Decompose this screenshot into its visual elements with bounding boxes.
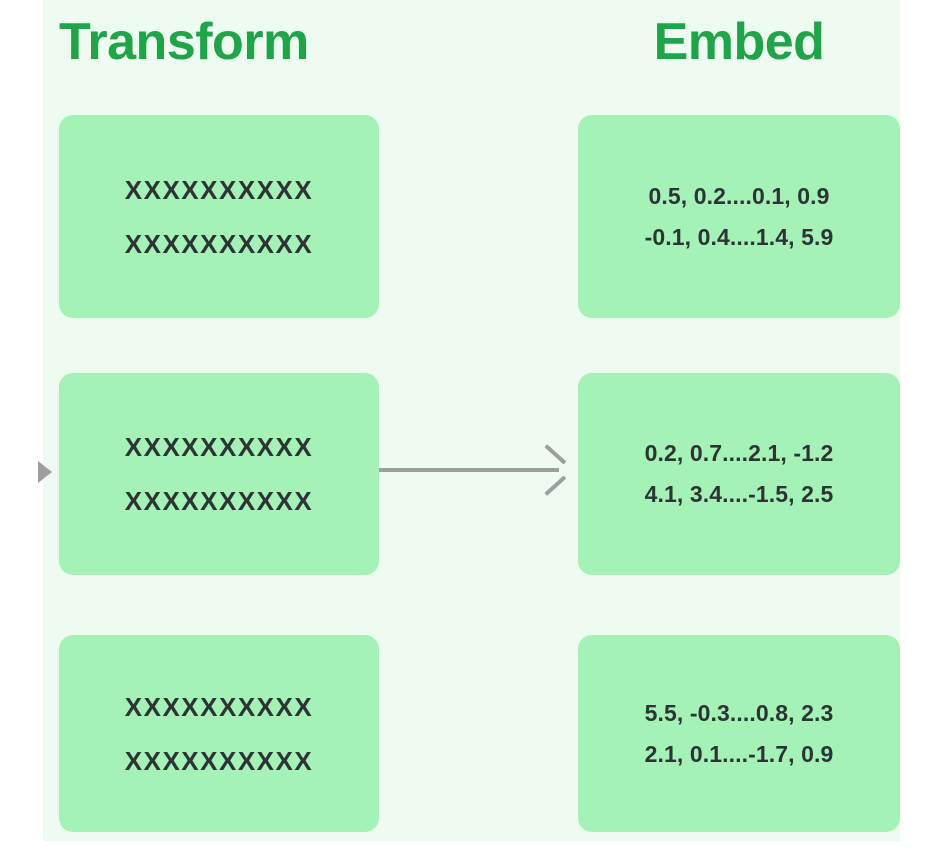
embed-card[interactable]: 0.2, 0.7....2.1, -1.2 4.1, 3.4....-1.5, … [578, 373, 900, 575]
column-header-transform: Transform [59, 13, 309, 71]
embed-card-line: 2.1, 0.1....-1.7, 0.9 [644, 740, 834, 767]
transform-card-line: XXXXXXXXXX [124, 432, 314, 462]
transform-card[interactable]: XXXXXXXXXX XXXXXXXXXX [59, 373, 379, 575]
transform-card[interactable]: XXXXXXXXXX XXXXXXXXXX [59, 115, 379, 318]
embed-card[interactable]: 0.5, 0.2....0.1, 0.9 -0.1, 0.4....1.4, 5… [578, 115, 900, 318]
transform-card-line: XXXXXXXXXX [124, 228, 314, 259]
arrow-right-icon [379, 448, 575, 492]
arrow-shaft [379, 468, 559, 472]
embed-card-line: 0.5, 0.2....0.1, 0.9 [648, 182, 830, 209]
arrow-head [537, 456, 565, 484]
embed-card-line: 4.1, 3.4....-1.5, 2.5 [644, 481, 834, 507]
column-header-embed: Embed [653, 13, 825, 71]
embed-card-line: 5.5, -0.3....0.8, 2.3 [644, 699, 834, 726]
embed-card[interactable]: 5.5, -0.3....0.8, 2.3 2.1, 0.1....-1.7, … [578, 635, 900, 832]
transform-card[interactable]: XXXXXXXXXX XXXXXXXXXX [59, 635, 379, 832]
transform-card-line: XXXXXXXXXX [124, 745, 314, 776]
transform-card-line: XXXXXXXXXX [124, 486, 314, 516]
embed-card-line: -0.1, 0.4....1.4, 5.9 [644, 223, 834, 250]
embed-card-line: 0.2, 0.7....2.1, -1.2 [644, 440, 834, 466]
transform-card-line: XXXXXXXXXX [124, 174, 314, 205]
triangle-right-icon [38, 461, 52, 483]
transform-card-line: XXXXXXXXXX [124, 691, 314, 722]
